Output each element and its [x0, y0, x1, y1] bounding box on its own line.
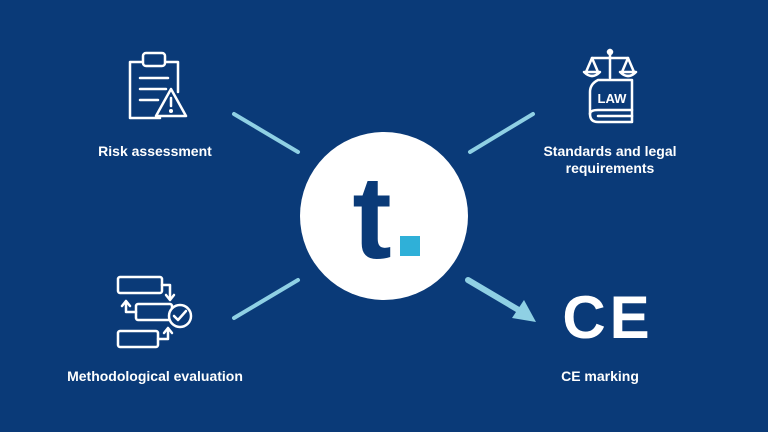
- ce-mark-icon: CE: [562, 284, 653, 351]
- label-methodological-evaluation: Methodological evaluation: [67, 368, 243, 384]
- center-logo: t: [300, 132, 468, 300]
- flowchart-check-icon: [116, 275, 193, 349]
- law-badge-text: LAW: [598, 91, 628, 106]
- law-book-scales-icon: [582, 48, 638, 124]
- clipboard-warning-icon: [128, 51, 188, 120]
- label-ce-marking: CE marking: [561, 368, 639, 384]
- logo-dot: [400, 236, 420, 256]
- logo-letter: t: [352, 152, 391, 284]
- connector-method: [232, 278, 300, 320]
- connector-risk: [232, 112, 300, 154]
- label-standards: Standards and legal requirements: [543, 143, 677, 176]
- connector-standards: [468, 112, 535, 154]
- label-risk-assessment: Risk assessment: [98, 143, 212, 159]
- arrow-to-ce: [465, 277, 536, 322]
